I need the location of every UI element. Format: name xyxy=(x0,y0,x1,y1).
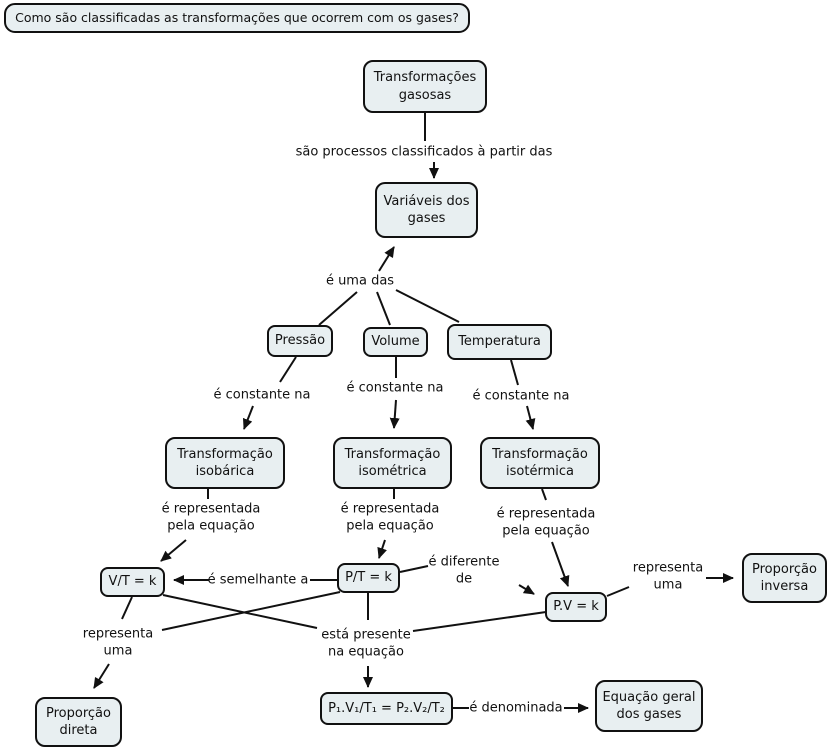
link-label-representa-uma-direita: representa uma xyxy=(632,560,704,593)
link-label-esta-presente: está presente na equação xyxy=(321,627,411,660)
node-volume[interactable]: Volume xyxy=(363,327,428,357)
link-label-e-representada-isotermica: é representada pela equação xyxy=(496,506,596,539)
link-label-e-constante-na-temperatura: é constante na xyxy=(472,388,570,404)
node-equation-pv-k[interactable]: P.V = k xyxy=(545,592,607,622)
node-question[interactable]: Como são classificadas as transformações… xyxy=(4,3,470,33)
node-variaveis-dos-gases[interactable]: Variáveis dos gases xyxy=(375,182,478,238)
node-equation-pt-k[interactable]: P/T = k xyxy=(337,563,400,593)
link-label-e-uma-das: é uma das xyxy=(325,273,395,289)
node-equation-vt-k[interactable]: V/T = k xyxy=(100,567,165,597)
link-label-sao-processos: são processos classificados à partir das xyxy=(295,144,553,160)
edges-esta-presente xyxy=(162,593,547,688)
node-transformacoes-gasosas[interactable]: Transformações gasosas xyxy=(363,60,487,113)
link-label-representa-uma-esquerda: representa uma xyxy=(82,626,154,659)
node-proporcao-inversa[interactable]: Proporção inversa xyxy=(742,553,827,603)
link-label-e-semelhante-a: é semelhante a xyxy=(207,572,309,588)
link-label-e-diferente-de: é diferente de xyxy=(428,554,500,587)
node-equacao-geral-dos-gases[interactable]: Equação geral dos gases xyxy=(595,680,703,732)
edges-representa-uma-esquerda xyxy=(93,591,341,689)
link-label-e-denominada: é denominada xyxy=(469,700,563,716)
link-label-e-constante-na-pressao: é constante na xyxy=(213,387,311,403)
edges-top-chain xyxy=(378,113,439,272)
node-transformacao-isobarica[interactable]: Transformação isobárica xyxy=(165,437,285,489)
edges-proporcao-inversa xyxy=(606,573,734,597)
edges-e-constante-na xyxy=(242,356,536,430)
link-label-e-representada-isobarica: é representada pela equação xyxy=(161,501,261,534)
node-pressao[interactable]: Pressão xyxy=(267,325,333,357)
node-equacao-geral-formula[interactable]: P₁.V₁/T₁ = P₂.V₂/T₂ xyxy=(320,692,453,725)
node-transformacao-isometrica[interactable]: Transformação isométrica xyxy=(333,437,452,489)
edges-e-uma-das xyxy=(318,289,460,326)
link-label-e-representada-isometrica: é representada pela equação xyxy=(340,501,440,534)
edges-equation-relations xyxy=(173,565,535,595)
link-label-e-constante-na-volume: é constante na xyxy=(346,380,444,396)
node-temperatura[interactable]: Temperatura xyxy=(447,324,552,360)
edges-e-representada xyxy=(160,488,570,587)
node-transformacao-isotermica[interactable]: Transformação isotérmica xyxy=(480,437,600,489)
node-proporcao-direta[interactable]: Proporção direta xyxy=(35,697,122,747)
